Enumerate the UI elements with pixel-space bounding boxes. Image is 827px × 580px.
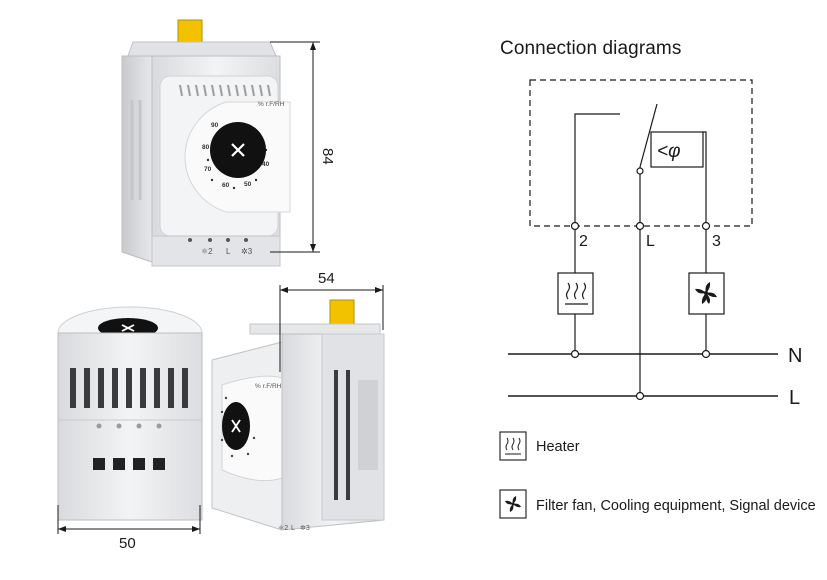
terminal-label-heater: ⚛2 <box>201 247 213 256</box>
fan-symbol <box>688 272 725 315</box>
terminal-2-dot <box>570 221 580 231</box>
dimension-depth-label: 54 <box>318 270 335 287</box>
neutral-line-label: N <box>788 345 802 367</box>
relay-symbol-label: <φ <box>657 141 681 162</box>
scale-label: 80 <box>202 144 210 151</box>
product-view-front: % r.F/RH 90 80 70 60 50 40 ⚛2 L ✲3 <box>121 19 291 267</box>
scale-label: 40 <box>262 161 270 168</box>
legend-heater-box <box>499 431 527 461</box>
terminal-3-dot <box>701 221 711 231</box>
live-line-label: L <box>789 387 800 409</box>
legend-fan-box <box>499 489 527 519</box>
scale-label: 90 <box>211 122 219 129</box>
dimension-height-label: 84 <box>319 148 336 165</box>
fan-icon <box>695 282 717 304</box>
terminal-label-heater-angled: ⚛2 <box>278 524 288 532</box>
din-clip <box>329 299 355 327</box>
product-view-angled: % r.F/RH ⚛2 L ✲3 <box>211 299 385 532</box>
page-title: Connection diagrams <box>500 38 682 59</box>
scale-label: 70 <box>204 166 212 173</box>
terminal-3-label: 3 <box>712 233 721 250</box>
terminal-label-live-angled: L <box>291 525 295 532</box>
terminal-label-fan-angled: ✲3 <box>300 524 310 532</box>
scale-label: 50 <box>244 181 252 188</box>
terminal-label-live: L <box>226 247 231 256</box>
connection-diagram <box>508 79 778 397</box>
terminal-L-label: L <box>646 233 655 250</box>
dial-unit-label: % r.F/RH <box>258 101 285 108</box>
legend-heater-label: Heater <box>536 439 580 455</box>
heater-icon <box>505 437 521 455</box>
dimension-width-label: 50 <box>119 535 136 552</box>
product-view-side <box>57 306 203 521</box>
legend-fan-label: Filter fan, Cooling equipment, Signal de… <box>536 498 816 514</box>
dial-unit-label-angled: % r.F/RH <box>255 383 282 390</box>
fan-icon <box>505 496 521 512</box>
legend: Heater Filter fan, Cooling equipment, Si… <box>499 431 816 519</box>
junction-dot <box>570 349 580 359</box>
junction-dot <box>635 391 645 401</box>
dimension-height <box>270 41 320 253</box>
device-boundary <box>529 79 753 227</box>
terminal-2-label: 2 <box>579 233 588 250</box>
terminal-label-fan: ✲3 <box>241 247 253 256</box>
dimension-width <box>57 505 201 534</box>
terminal-L-dot <box>635 221 645 231</box>
scale-label: 60 <box>222 182 230 189</box>
switch-pivot <box>636 167 644 175</box>
junction-dot <box>701 349 711 359</box>
dimension-depth <box>279 285 384 372</box>
heater-symbol <box>557 272 594 315</box>
